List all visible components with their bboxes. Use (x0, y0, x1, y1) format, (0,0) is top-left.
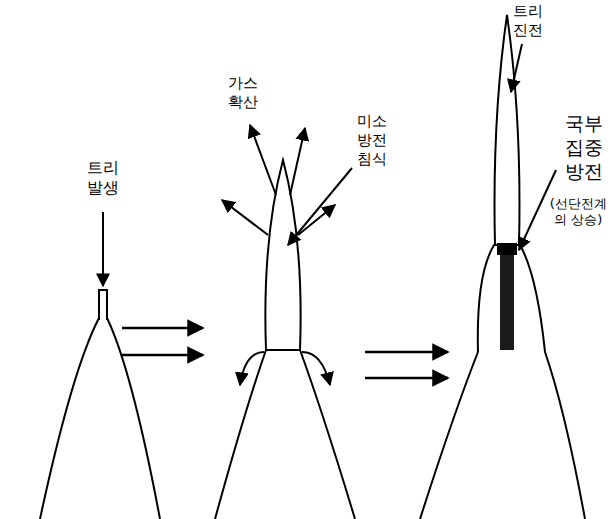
gas-arrow (250, 125, 276, 195)
tree-channel (265, 160, 300, 350)
needle-outline (107, 318, 160, 519)
stage-arrow (122, 327, 203, 330)
needle-outline (300, 350, 355, 519)
gas-arrow (240, 352, 264, 385)
needle-outline (420, 352, 478, 519)
label-text: 트리 발생 (84, 158, 122, 198)
label-text: 가스 확산 (225, 74, 261, 112)
needle-outline (215, 350, 266, 519)
needle-outline (545, 352, 585, 519)
label-text: 국부 집중 방전 (561, 112, 607, 183)
tree-initiation (99, 290, 107, 320)
needle-outline (40, 318, 99, 519)
tree-propagation (495, 15, 520, 245)
label-text: 트리 진전 (510, 2, 546, 40)
discharge-zone (500, 245, 514, 350)
label-text: (선단전계 의 상승) (544, 196, 612, 229)
tree-channel (478, 245, 545, 352)
gas-arrow (302, 352, 330, 385)
stage-arrow (122, 354, 203, 357)
leader-arrow (102, 212, 104, 286)
discharge-zone (497, 243, 517, 255)
stage-arrow (365, 377, 448, 380)
gas-arrow (290, 128, 305, 195)
leader-arrow (511, 44, 522, 92)
gas-arrow (222, 200, 268, 235)
label-text: 미소 방전 침식 (354, 112, 390, 168)
leader-arrow (288, 168, 352, 245)
stage-arrow (365, 351, 448, 354)
